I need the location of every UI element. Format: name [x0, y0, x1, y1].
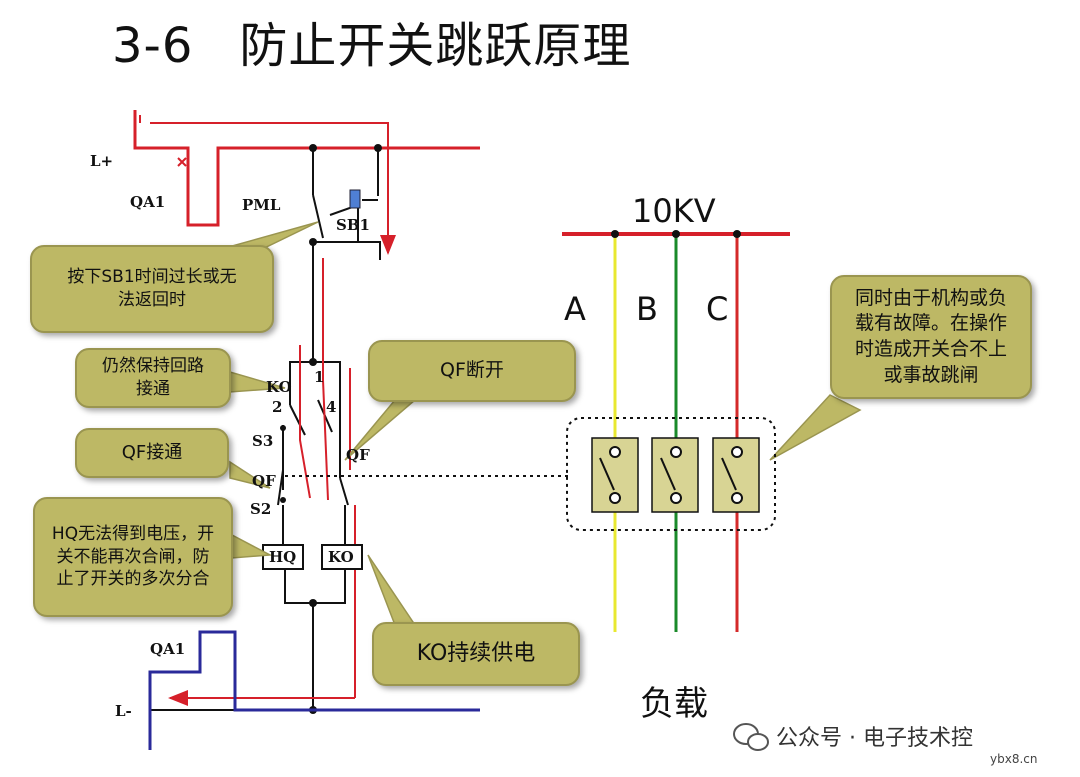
sb1-button-icon [349, 189, 361, 209]
watermark-account: 公众号 · 电子技术控 [776, 726, 973, 751]
title-number: 3-6 [112, 18, 194, 74]
label-sb1: SB1 [336, 216, 370, 234]
page-title: 3-6 防止开关跳跃原理 [112, 6, 631, 76]
bubble-qf-open: QF断开 [368, 340, 576, 402]
label-pin-1: 1 [314, 368, 325, 386]
qa1-marker-x [177, 157, 187, 167]
label-ko-coil: KO [328, 548, 354, 566]
label-pin-4: 4 [326, 398, 337, 416]
label-hq-coil: HQ [269, 548, 297, 566]
hq-coil-left [284, 570, 346, 604]
junction-dots [280, 144, 382, 714]
left-branch-top [289, 361, 313, 405]
bubble-fault: 同时由于机构或负载有故障。在操作时造成开关合不上或事故跳闸 [830, 275, 1032, 399]
label-qa1-bottom: QA1 [150, 640, 186, 658]
label-l-plus: L+ [90, 152, 114, 170]
label-qa1-top: QA1 [130, 193, 166, 211]
bubble-keep-loop: 仍然保持回路接通 [75, 348, 231, 408]
breaker-phase-a [591, 437, 639, 513]
pml-contact-blade [312, 194, 324, 239]
busbar-voltage-label: 10KV [632, 192, 716, 230]
bubble-press-sb1: 按下SB1时间过长或无法返回时 [30, 245, 274, 333]
breaker-phase-b [651, 437, 699, 513]
label-qf-left: QF [252, 472, 276, 490]
label-qf-right: QF [346, 446, 370, 464]
label-s2: S2 [250, 500, 272, 518]
qa1-bottom-wire [148, 630, 480, 750]
phase-c-label: C [706, 290, 729, 328]
qf-left-blade [277, 469, 284, 506]
current-path-top-arrow [150, 122, 396, 255]
bubble-qf-close: QF接通 [75, 428, 229, 478]
bubble-hq-no-voltage: HQ无法得到电压，开关不能再次合闸，防止了开关的多次分合 [33, 497, 233, 617]
qf-right-blade [339, 477, 349, 506]
wechat-logo-icon [733, 723, 769, 751]
label-ko-contact: KO [266, 378, 292, 396]
watermark-site: ybx8.cn [990, 752, 1038, 766]
label-s3: S3 [252, 432, 274, 450]
hq-coil-box [262, 544, 304, 570]
title-text: 防止开关跳跃原理 [239, 18, 632, 74]
ko-contact-blade [289, 404, 306, 436]
label-l-minus: L- [115, 702, 132, 720]
red-current-loop [168, 258, 356, 706]
phase-b-label: B [636, 290, 658, 328]
l-plus-supply [133, 110, 480, 255]
label-pin-2: 2 [272, 398, 283, 416]
busbar-group [562, 230, 790, 632]
breaker-phase-c [712, 437, 760, 513]
phase-a-label: A [564, 290, 586, 328]
bubble-ko-supply: KO持续供电 [372, 622, 580, 686]
ko-coil-box [321, 544, 363, 570]
label-pml: PML [242, 196, 281, 214]
qa1-top-fuse-wire [133, 110, 480, 227]
bubble-pointers [199, 221, 862, 626]
after-switches-wire [313, 241, 381, 260]
load-label: 负载 [640, 684, 708, 724]
l-minus-supply [148, 630, 480, 750]
